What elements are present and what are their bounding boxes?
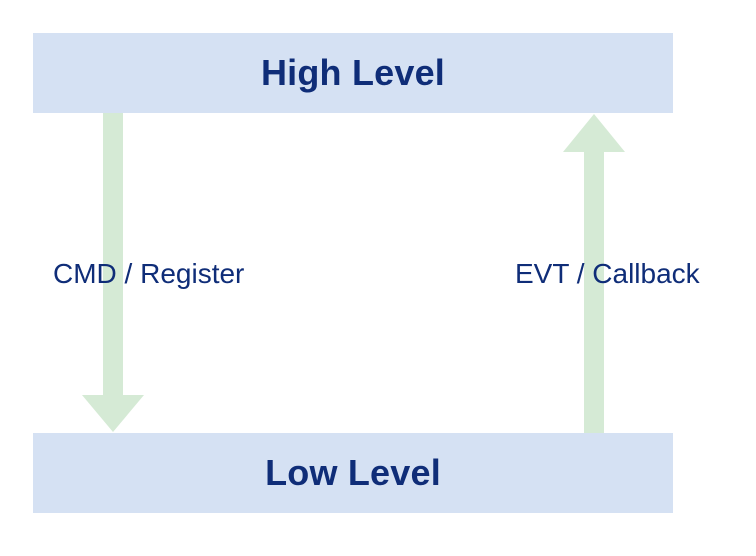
down-arrow: [82, 113, 144, 432]
up-arrow: [563, 114, 625, 433]
low-level-node: Low Level: [33, 433, 673, 513]
low-level-label: Low Level: [265, 452, 441, 493]
high-level-node: High Level: [33, 33, 673, 113]
up-arrow-shaft: [584, 151, 604, 433]
down-arrow-shaft: [103, 113, 123, 396]
cmd-register-label: CMD / Register: [53, 258, 245, 289]
evt-callback-label: EVT / Callback: [515, 258, 700, 289]
up-arrow-head: [563, 114, 625, 152]
high-level-label: High Level: [260, 52, 446, 93]
down-arrow-head: [82, 395, 144, 432]
